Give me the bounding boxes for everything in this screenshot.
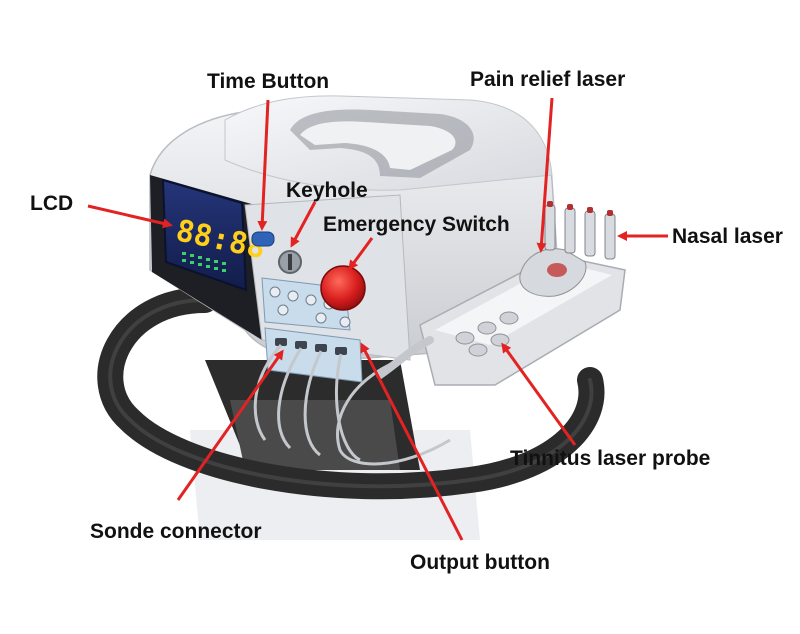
time-button[interactable] (251, 231, 275, 247)
label-time-button: Time Button (207, 70, 330, 93)
carry-handle (97, 287, 605, 500)
arrow-emergency-switch (348, 237, 374, 271)
arrow-sonde-connector (176, 349, 284, 501)
probe-cables (253, 344, 451, 466)
label-pain-relief-laser: Pain relief laser (470, 68, 626, 91)
output-button[interactable] (315, 312, 327, 324)
output-button[interactable] (269, 286, 281, 298)
label-emergency-switch: Emergency Switch (323, 213, 510, 236)
output-button[interactable] (277, 304, 289, 316)
arrow-tinnitus-laser-probe (501, 342, 577, 446)
arrow-lcd (87, 204, 173, 229)
label-output-button: Output button (410, 551, 550, 574)
label-sonde-connector: Sonde connector (90, 520, 262, 543)
lcd-level-bars (182, 252, 226, 272)
sonde-connector[interactable] (315, 344, 327, 352)
sonde-connectors (275, 338, 347, 355)
sonde-connector[interactable] (275, 338, 287, 346)
label-keyhole: Keyhole (286, 179, 368, 202)
nasal-laser[interactable] (544, 204, 616, 260)
callout-arrows (87, 97, 668, 541)
arrow-time-button (257, 99, 270, 231)
sonde-connector[interactable] (335, 347, 347, 355)
output-button[interactable] (339, 316, 351, 328)
label-lcd: LCD (30, 192, 74, 215)
output-button[interactable] (287, 290, 299, 302)
output-button[interactable] (305, 294, 317, 306)
arrow-output-button (360, 342, 464, 541)
probe-holder (376, 201, 626, 386)
label-nasal-laser: Nasal laser (672, 225, 783, 248)
arrow-pain-relief-laser (536, 97, 554, 253)
emergency-switch[interactable] (320, 265, 366, 311)
tinnitus-laser-probe[interactable] (455, 311, 519, 357)
arrow-keyhole (290, 201, 317, 248)
sonde-connector[interactable] (295, 341, 307, 349)
label-tinnitus-laser-probe: Tinnitus laser probe (510, 447, 711, 470)
